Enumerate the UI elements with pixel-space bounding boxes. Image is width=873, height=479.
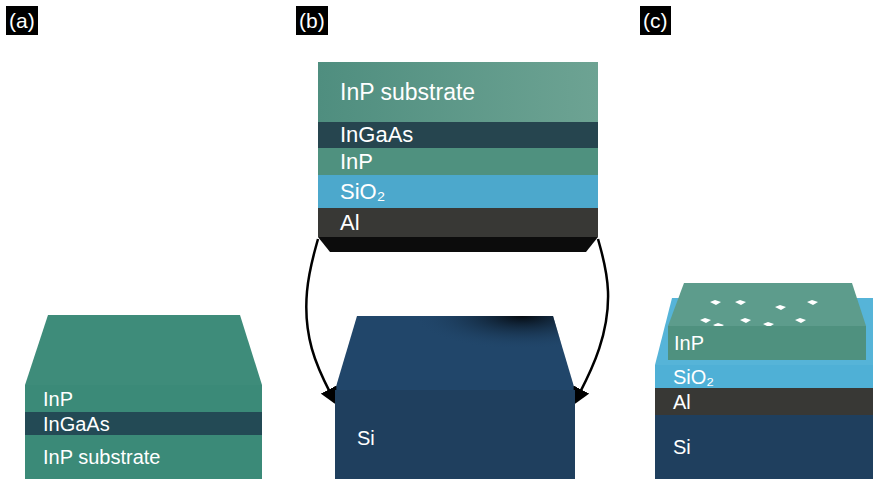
layer: InP xyxy=(668,326,866,360)
layer: InP xyxy=(25,385,262,412)
layer: InP xyxy=(318,148,598,175)
layer: InGaAs xyxy=(25,412,262,435)
silicon-block: Si xyxy=(335,390,575,479)
oxide-layer: SiO₂ xyxy=(655,365,873,388)
layer-label: Al xyxy=(340,212,360,234)
top-face xyxy=(25,315,262,385)
layer-label: Al xyxy=(673,392,691,412)
layer-label: InP xyxy=(340,151,373,173)
shadow xyxy=(335,316,575,390)
top-face xyxy=(668,283,866,326)
layer: InGaAs xyxy=(318,122,598,148)
metal-layer: Al xyxy=(318,208,598,237)
panel-label: (b) xyxy=(296,6,328,35)
substrate-layer: InP substrate xyxy=(25,435,262,479)
bottom-face xyxy=(318,237,598,252)
layer-label: SiO₂ xyxy=(673,367,714,387)
layer-label: InGaAs xyxy=(340,124,413,146)
layer-label: InP substrate xyxy=(43,447,160,467)
panel-label: (c) xyxy=(640,6,671,35)
transfer-arrow xyxy=(575,239,608,402)
layer-label: Si xyxy=(357,428,375,448)
layer-label: InP xyxy=(674,333,704,353)
substrate-layer: InP substrate xyxy=(318,62,598,122)
top-face xyxy=(335,316,575,390)
oxide-layer: SiO₂ xyxy=(318,175,598,208)
panel-label: (a) xyxy=(6,6,38,35)
layer-label: InP substrate xyxy=(340,81,475,104)
silicon-block: Si xyxy=(655,415,873,479)
transfer-arrow xyxy=(306,239,335,402)
layer-label: Si xyxy=(673,437,691,457)
layer-label: SiO₂ xyxy=(340,181,385,203)
metal-layer: Al xyxy=(655,388,873,415)
layer-label: InGaAs xyxy=(43,414,110,434)
layer-label: InP xyxy=(43,389,73,409)
